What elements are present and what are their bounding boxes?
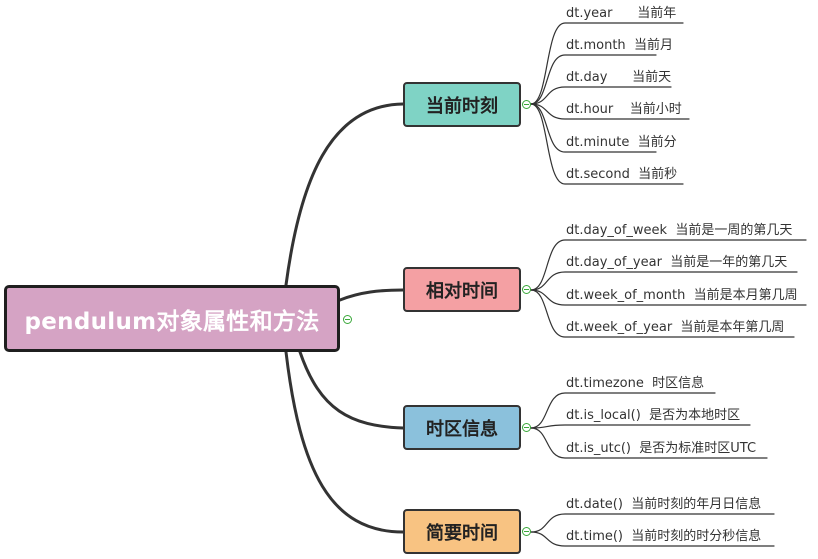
- leaf-link: [530, 103, 657, 153]
- branch-brief-time[interactable]: 简要时间: [403, 509, 521, 554]
- leaf-link: [530, 289, 807, 306]
- root-branch-link: [284, 102, 405, 287]
- leaf-link: [530, 513, 775, 533]
- leaf-link: [530, 427, 768, 459]
- leaf-dt-timezone[interactable]: dt.timezone 时区信息: [566, 376, 705, 391]
- branch-relative-time[interactable]: 相对时间: [403, 267, 521, 312]
- root-topic-label: pendulum对象属性和方法: [24, 308, 320, 335]
- leaf-dt-is-utc[interactable]: dt.is_utc() 是否为标准时区UTC: [566, 441, 757, 456]
- branch-collapse-toggle[interactable]: [522, 285, 531, 294]
- leaf-link: [530, 289, 795, 338]
- branch-collapse-toggle[interactable]: [522, 423, 531, 432]
- leaf-link: [530, 103, 684, 185]
- leaf-dt-week-of-year[interactable]: dt.week_of_year 当前是本年第几周: [566, 320, 785, 335]
- leaf-dt-week-of-month[interactable]: dt.week_of_month 当前是本月第几周: [566, 288, 798, 303]
- leaf-link: [530, 239, 807, 291]
- branch-current-moment[interactable]: 当前时刻: [403, 82, 521, 127]
- branch-collapse-toggle[interactable]: [522, 100, 531, 109]
- leaf-link: [530, 531, 775, 547]
- root-branch-link: [284, 350, 405, 534]
- root-topic[interactable]: pendulum对象属性和方法: [4, 285, 340, 352]
- leaf-link: [530, 392, 716, 429]
- branch-label: 相对时间: [426, 280, 498, 302]
- leaf-dt-date[interactable]: dt.date() 当前时刻的年月日信息: [566, 497, 762, 512]
- leaf-link: [530, 22, 684, 105]
- leaf-dt-day-of-year[interactable]: dt.day_of_year 当前是一年的第几天: [566, 255, 788, 270]
- leaf-link: [530, 271, 798, 291]
- leaf-dt-time[interactable]: dt.time() 当前时刻的时分秒信息: [566, 529, 762, 544]
- leaf-dt-day[interactable]: dt.day 当前天: [566, 70, 672, 85]
- leaf-dt-second[interactable]: dt.second 当前秒: [566, 167, 678, 182]
- root-branch-link: [298, 350, 405, 430]
- leaf-dt-minute[interactable]: dt.minute 当前分: [566, 135, 677, 150]
- leaf-dt-hour[interactable]: dt.hour 当前小时: [566, 102, 682, 117]
- leaf-link: [530, 424, 751, 429]
- branch-collapse-toggle[interactable]: [522, 527, 531, 536]
- root-branch-link: [338, 288, 405, 302]
- branch-label: 时区信息: [426, 418, 498, 440]
- leaf-dt-is-local[interactable]: dt.is_local() 是否为本地时区: [566, 408, 741, 423]
- leaf-link: [530, 103, 690, 120]
- leaf-link: [530, 54, 657, 105]
- root-collapse-toggle[interactable]: [343, 315, 352, 324]
- leaf-link: [530, 86, 672, 105]
- leaf-dt-day-of-week[interactable]: dt.day_of_week 当前是一周的第几天: [566, 223, 793, 238]
- leaf-dt-year[interactable]: dt.year 当前年: [566, 6, 677, 21]
- branch-label: 当前时刻: [426, 95, 498, 117]
- leaf-dt-month[interactable]: dt.month 当前月: [566, 38, 673, 53]
- branch-timezone-info[interactable]: 时区信息: [403, 405, 521, 450]
- branch-label: 简要时间: [426, 522, 498, 544]
